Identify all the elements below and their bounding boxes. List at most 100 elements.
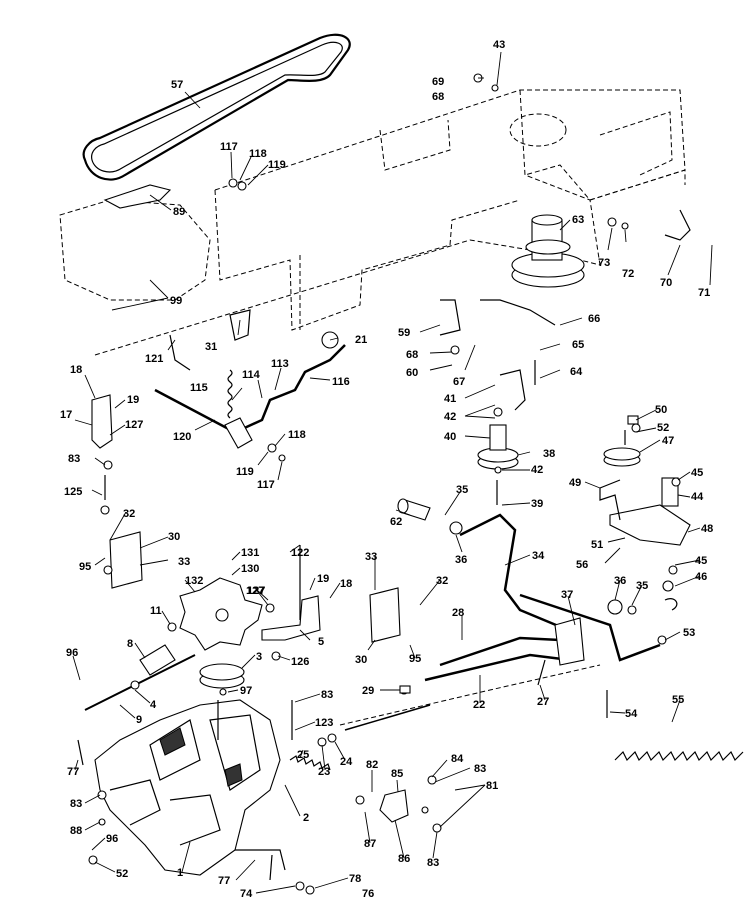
label-52: 52 xyxy=(657,422,669,434)
label-56: 56 xyxy=(576,559,588,571)
label-45b: 45 xyxy=(695,555,707,567)
label-82: 82 xyxy=(366,759,378,771)
part-labels: 57 43 69 68 117 118 119 89 63 73 72 70 7… xyxy=(60,39,713,897)
label-60: 60 xyxy=(406,367,418,379)
label-118b: 118 xyxy=(288,429,306,441)
label-115: 115 xyxy=(190,382,208,394)
label-74: 74 xyxy=(240,888,253,897)
belt-shield xyxy=(103,184,172,209)
label-84: 84 xyxy=(451,753,464,765)
label-33b: 33 xyxy=(178,556,190,568)
label-88: 88 xyxy=(70,825,82,837)
label-132: 132 xyxy=(185,575,203,587)
transaxle xyxy=(94,699,286,876)
label-83b: 83 xyxy=(321,689,333,701)
drive-belt xyxy=(82,33,351,181)
label-35b: 35 xyxy=(636,580,648,592)
label-73: 73 xyxy=(598,257,610,269)
label-96b: 96 xyxy=(106,833,118,845)
label-68: 68 xyxy=(432,91,444,103)
label-1: 1 xyxy=(177,867,183,879)
label-127c: 127 xyxy=(247,585,265,597)
label-9: 9 xyxy=(136,714,142,726)
label-19: 19 xyxy=(127,394,139,406)
label-17: 17 xyxy=(60,409,72,421)
label-122: 122 xyxy=(291,547,309,559)
label-71: 71 xyxy=(698,287,710,299)
label-95b: 95 xyxy=(409,653,421,665)
label-41: 41 xyxy=(444,393,456,405)
label-66: 66 xyxy=(588,313,600,325)
label-121: 121 xyxy=(145,353,163,365)
label-55: 55 xyxy=(672,694,684,706)
label-78: 78 xyxy=(349,873,361,885)
label-40: 40 xyxy=(444,431,456,443)
label-116: 116 xyxy=(332,376,350,388)
arm-48 xyxy=(609,504,691,546)
label-50: 50 xyxy=(655,404,667,416)
label-51: 51 xyxy=(591,539,603,551)
bracket-85 xyxy=(379,789,409,823)
label-83d: 83 xyxy=(70,798,82,810)
label-19b: 19 xyxy=(317,573,329,585)
label-119b: 119 xyxy=(236,466,254,478)
lever-8 xyxy=(139,644,176,676)
label-32: 32 xyxy=(123,508,135,520)
label-42b: 42 xyxy=(531,464,543,476)
label-85: 85 xyxy=(391,768,403,780)
label-77b: 77 xyxy=(218,875,230,887)
label-118: 118 xyxy=(249,148,267,160)
label-70: 70 xyxy=(660,277,672,289)
label-18: 18 xyxy=(70,364,82,376)
label-95: 95 xyxy=(79,561,91,573)
label-37: 37 xyxy=(561,589,573,601)
rod-9 xyxy=(84,654,196,711)
label-77: 77 xyxy=(67,766,79,778)
label-119: 119 xyxy=(268,159,286,171)
spring-55 xyxy=(614,750,744,762)
label-29: 29 xyxy=(362,685,374,697)
idler-pulley-right xyxy=(603,447,641,467)
transaxle-pulley xyxy=(199,663,245,689)
label-52b: 52 xyxy=(116,868,128,880)
engine-pulley xyxy=(511,214,585,288)
label-65: 65 xyxy=(572,339,584,351)
brake-rods xyxy=(344,513,661,731)
label-36: 36 xyxy=(455,554,467,566)
label-120: 120 xyxy=(173,431,191,443)
label-76: 76 xyxy=(362,888,374,897)
bracket-30-center xyxy=(369,587,401,643)
label-11: 11 xyxy=(150,605,162,617)
label-57: 57 xyxy=(171,79,183,91)
label-8: 8 xyxy=(127,638,133,650)
label-54: 54 xyxy=(625,708,638,720)
label-46: 46 xyxy=(695,571,707,583)
label-127b: 127 xyxy=(246,585,264,597)
label-72: 72 xyxy=(622,268,634,280)
label-3: 3 xyxy=(256,651,262,663)
shift-rod xyxy=(154,344,346,449)
label-127: 127 xyxy=(125,419,143,431)
label-83c: 83 xyxy=(474,763,486,775)
label-35: 35 xyxy=(456,484,468,496)
label-59: 59 xyxy=(398,327,410,339)
label-42: 42 xyxy=(444,411,456,423)
bracket-30-left xyxy=(109,531,143,589)
label-69: 69 xyxy=(432,76,444,88)
spring-25 xyxy=(289,755,331,771)
label-113: 113 xyxy=(271,358,289,370)
label-87: 87 xyxy=(364,838,376,850)
label-49: 49 xyxy=(569,477,581,489)
label-130: 130 xyxy=(241,563,259,575)
label-123: 123 xyxy=(315,717,333,729)
label-44: 44 xyxy=(691,491,704,503)
label-96: 96 xyxy=(66,647,78,659)
label-131: 131 xyxy=(241,547,259,559)
label-83e: 83 xyxy=(427,857,439,869)
label-117: 117 xyxy=(220,141,238,153)
label-27: 27 xyxy=(537,696,549,708)
label-22: 22 xyxy=(473,699,485,711)
label-32b: 32 xyxy=(436,575,448,587)
idler-pulley xyxy=(477,424,519,470)
